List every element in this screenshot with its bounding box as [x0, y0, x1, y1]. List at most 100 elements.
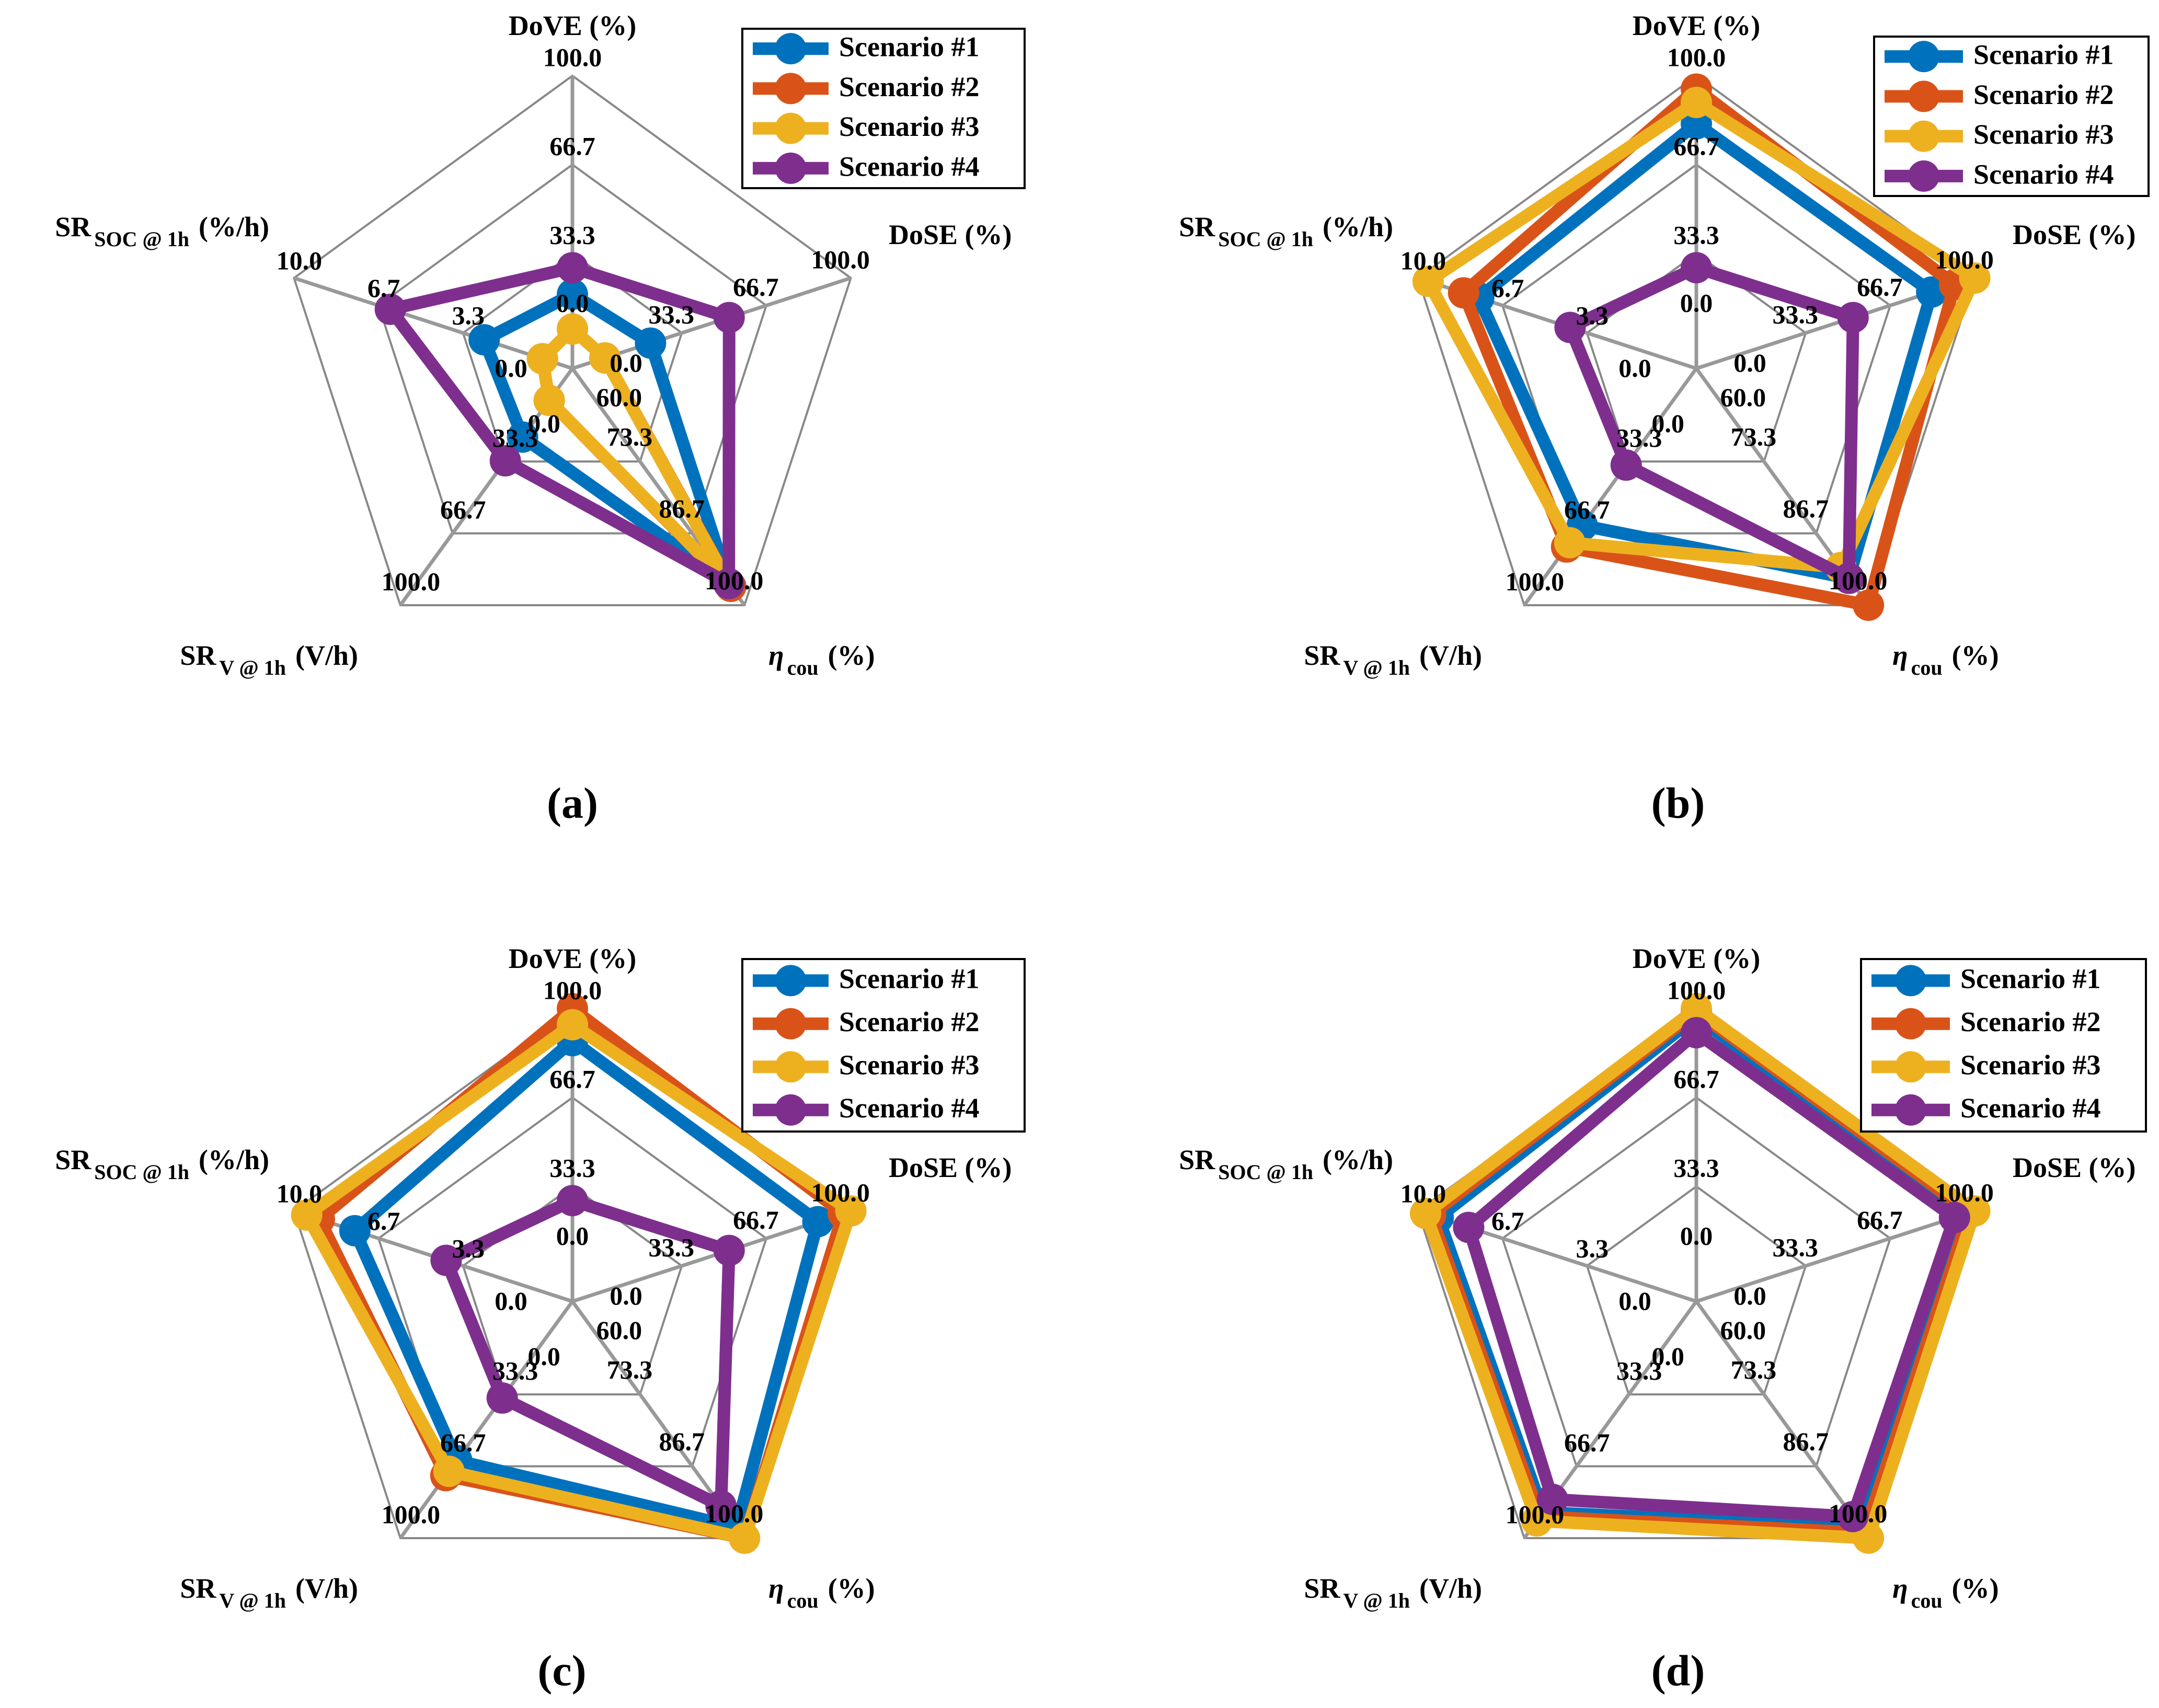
grid-ring-1	[1586, 1185, 1807, 1395]
series-2	[1448, 73, 1970, 621]
panel-label: (b)	[1651, 779, 1705, 827]
series-4	[1554, 252, 1869, 594]
tick-label-eta-3: 100.0	[1829, 1499, 1888, 1528]
axis-title-dose: DoSE (%)	[2013, 219, 2136, 250]
axis-title-dove: DoVE (%)	[1633, 943, 1760, 974]
series-4	[374, 252, 745, 599]
tick-label-srv-2: 66.7	[440, 495, 486, 524]
legend-marker-2	[775, 1008, 807, 1040]
tick-label-dose-2: 66.7	[733, 1205, 779, 1234]
tick-label-srsoc-3: 10.0	[1400, 1179, 1446, 1208]
data-point-4-dove	[557, 252, 588, 284]
series-line-1	[348, 1034, 824, 1534]
data-point-4-srsoc	[1453, 1211, 1485, 1243]
panel-label: (d)	[1651, 1646, 1705, 1695]
tick-label-dose-0: 0.0	[610, 348, 642, 377]
tick-label-dose-1: 33.3	[648, 1232, 694, 1262]
data-point-4-dose	[713, 1234, 745, 1266]
data-point-3-dove	[1681, 87, 1712, 118]
tick-label-srsoc-3: 10.0	[277, 246, 323, 275]
tick-label-srsoc-2: 6.7	[368, 1206, 400, 1236]
data-point-3-srsoc	[291, 1199, 323, 1231]
tick-label-dose-0: 0.0	[1733, 1281, 1766, 1310]
tick-label-srv-0: 0.0	[1651, 409, 1684, 438]
grid-ring-3	[293, 74, 852, 607]
grid-ring-2	[1501, 163, 1892, 535]
series-3	[1409, 993, 1991, 1554]
tick-label-dose-1: 33.3	[1772, 1232, 1818, 1262]
data-point-4-dose	[1938, 1202, 1970, 1233]
data-point-3-dose	[589, 342, 621, 374]
legend-label-2: Scenario #2	[1973, 79, 2114, 110]
legend-marker-1	[775, 33, 807, 65]
radar-panel-a: 0.033.366.7100.00.033.366.7100.060.073.3…	[55, 10, 1026, 827]
tick-label-srv-3: 100.0	[1506, 1500, 1565, 1529]
tick-label-dose-1: 33.3	[648, 299, 694, 329]
tick-label-dove-3: 100.0	[543, 42, 602, 72]
tick-label-eta-3: 100.0	[705, 1499, 764, 1528]
radar-panel-b: 0.033.366.7100.00.033.366.7100.060.073.3…	[1179, 10, 2150, 827]
legend-marker-3	[775, 1051, 807, 1083]
tick-label-srv-1: 33.3	[492, 423, 538, 452]
data-point-4-srv	[489, 445, 521, 477]
legend-marker-1	[1895, 965, 1926, 997]
tick-label-eta-0: 60.0	[596, 383, 642, 412]
tick-label-srv-1: 33.3	[1616, 1356, 1662, 1385]
tick-label-dove-2: 66.7	[1673, 131, 1719, 160]
data-point-1-dose	[635, 327, 667, 359]
data-point-2-srsoc	[1448, 277, 1479, 309]
data-point-3-dose	[1959, 262, 1991, 294]
legend-marker-4	[775, 1094, 807, 1126]
axis-title-dose: DoSE (%)	[889, 1152, 1012, 1183]
tick-label-eta-2: 86.7	[659, 494, 705, 523]
spoke-srv	[1523, 367, 1698, 607]
tick-label-srsoc-2: 6.7	[1491, 273, 1524, 303]
data-point-3-srsoc	[1412, 266, 1444, 297]
tick-label-srv-3: 100.0	[382, 567, 441, 596]
tick-label-dove-0: 0.0	[556, 288, 589, 317]
legend-label-3: Scenario #3	[1973, 119, 2114, 150]
tick-label-srv-0: 0.0	[527, 409, 560, 438]
data-point-3-srv	[1554, 527, 1586, 559]
tick-label-srv-2: 66.7	[440, 1428, 486, 1457]
tick-label-srv-0: 0.0	[527, 1342, 560, 1371]
data-point-4-srv	[1536, 1483, 1568, 1515]
data-point-2-eta	[1853, 590, 1885, 621]
tick-label-eta-1: 73.3	[607, 422, 653, 451]
tick-label-dose-3: 100.0	[811, 1178, 870, 1207]
legend-label-1: Scenario #1	[1960, 963, 2100, 995]
tick-label-srv-3: 100.0	[382, 1500, 441, 1529]
tick-label-eta-1: 73.3	[1731, 1355, 1777, 1384]
tick-label-srsoc-0: 0.0	[1618, 353, 1651, 383]
legend-label-1: Scenario #1	[839, 31, 979, 63]
data-point-4-eta	[705, 1490, 737, 1522]
data-point-3-eta	[1853, 1522, 1885, 1554]
data-point-1-srsoc	[339, 1215, 371, 1247]
legend-marker-1	[775, 965, 807, 997]
tick-label-dove-2: 66.7	[1673, 1064, 1719, 1093]
tick-label-dose-0: 0.0	[1733, 348, 1766, 377]
data-point-4-dose	[713, 302, 745, 333]
data-point-1-srv	[507, 421, 538, 453]
data-point-4-srsoc	[430, 1244, 462, 1276]
grid-ring-2	[1501, 1096, 1892, 1468]
tick-label-dose-2: 66.7	[733, 272, 779, 302]
tick-label-srsoc-1: 3.3	[452, 301, 485, 330]
data-point-3-eta	[729, 1522, 761, 1554]
legend-marker-4	[775, 152, 807, 184]
radar-panel-d: 0.033.366.7100.00.033.366.7100.060.073.3…	[1179, 943, 2147, 1695]
data-point-1-dove	[557, 279, 588, 310]
tick-label-srsoc-1: 3.3	[452, 1233, 485, 1263]
radar-panel-c: 0.033.366.7100.00.033.366.7100.060.073.3…	[55, 943, 1026, 1695]
legend-marker-3	[1895, 1051, 1926, 1083]
